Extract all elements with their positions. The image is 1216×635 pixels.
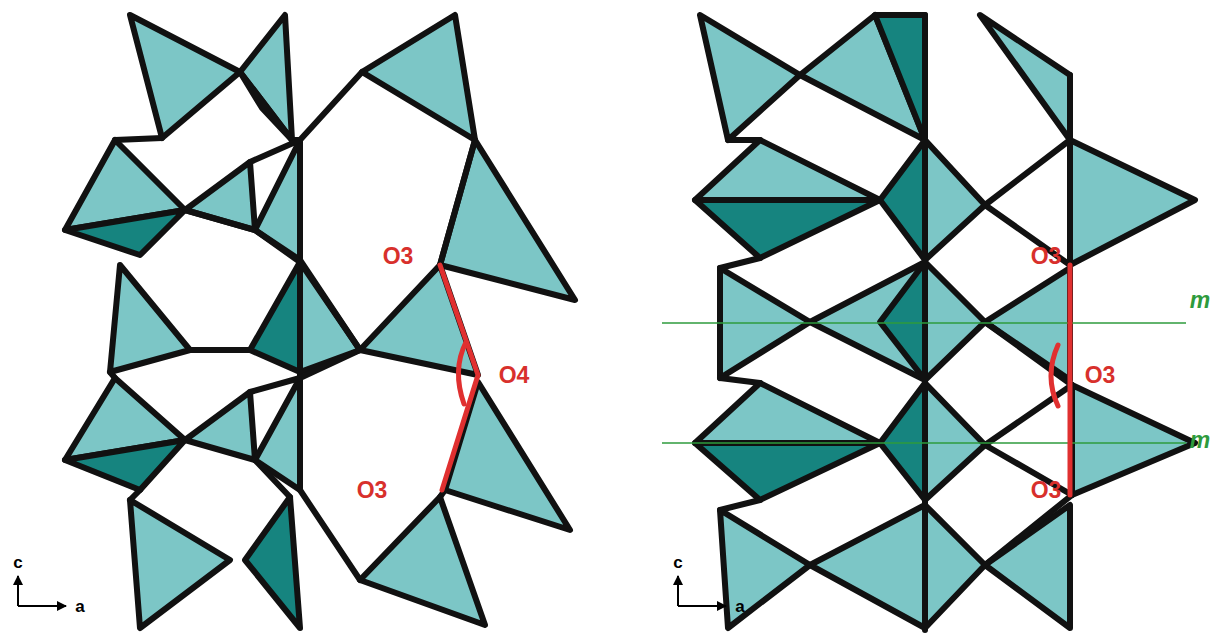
mirror-plane-lines (662, 323, 1186, 443)
axis-label: a (75, 598, 84, 615)
mirror-plane-label: m (1190, 289, 1210, 312)
axis-label: c (673, 554, 682, 571)
bond-angle-highlight (440, 265, 1070, 495)
axis-arrows (18, 576, 726, 606)
atom-label: O3 (357, 479, 388, 502)
tetrahedra-right (695, 15, 1195, 628)
atom-label: O3 (1031, 245, 1062, 268)
atom-label: O3 (383, 245, 414, 268)
mirror-plane-label: m (1190, 429, 1210, 452)
axis-label: a (735, 598, 744, 615)
framework-links-left (110, 72, 475, 580)
atom-label: O4 (499, 364, 530, 387)
axis-label: c (13, 554, 22, 571)
tetrahedra-left (65, 15, 575, 628)
atom-label: O3 (1085, 364, 1116, 387)
atom-label: O3 (1031, 479, 1062, 502)
